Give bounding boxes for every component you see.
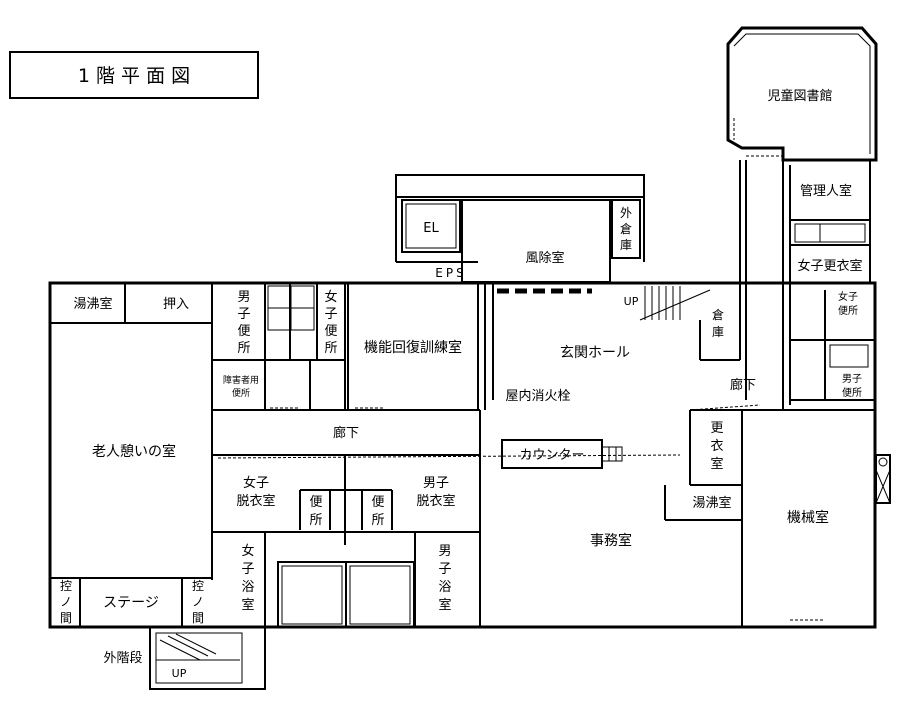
changing-room-label-2: 衣 xyxy=(710,438,723,454)
windbreak-label: 風除室 xyxy=(525,250,564,266)
women-toilet-label-4: 所 xyxy=(324,341,337,356)
women-toilet-label-1: 女 xyxy=(324,289,337,305)
women-toilet-r-label-1: 女子 xyxy=(838,290,858,303)
up-label-1: UP xyxy=(624,295,639,308)
women-toilet-r-label-2: 便所 xyxy=(838,304,858,317)
wait-room-r-label-3: 間 xyxy=(192,611,204,625)
rehab-room-label: 機能回復訓練室 xyxy=(364,339,462,356)
men-bath-label-2: 子 xyxy=(438,562,451,577)
men-bath-label-1: 男 xyxy=(438,544,451,559)
men-dressing-label-1: 男子 xyxy=(423,476,449,491)
wait-room-l-label-2: ノ xyxy=(60,595,72,609)
women-locker-label: 女子更衣室 xyxy=(797,258,862,274)
toilet-r-label-1: 便 xyxy=(371,495,384,510)
outer-storage-label-3: 庫 xyxy=(620,238,632,252)
men-toilet-label-4: 所 xyxy=(237,341,250,356)
men-toilet-label-3: 便 xyxy=(237,324,250,339)
manager-room-label: 管理人室 xyxy=(800,183,852,199)
boiler-room-1-label: 湯沸室 xyxy=(73,296,112,312)
accessible-toilet-label-1: 障害者用 xyxy=(223,374,259,386)
office-label: 事務室 xyxy=(590,532,632,549)
walls xyxy=(48,26,891,690)
outer-storage-label-1: 外 xyxy=(620,206,632,220)
toilet-l-label-1: 便 xyxy=(309,495,322,510)
title-box xyxy=(9,51,259,99)
men-toilet-label-2: 子 xyxy=(237,307,250,322)
wait-room-l-label-1: 控 xyxy=(60,579,72,593)
changing-room-label-3: 室 xyxy=(710,456,723,472)
room-labels: 児童図書館 管理人室 女子更衣室 女子 便所 男子 便所 EL 風除室 外 倉 … xyxy=(60,88,863,680)
up-label-2: UP xyxy=(172,667,187,680)
women-toilet-label-3: 便 xyxy=(324,324,337,339)
doors xyxy=(95,118,825,621)
closet-label: 押入 xyxy=(163,297,189,312)
wait-room-l-label-3: 間 xyxy=(60,611,72,625)
women-bath-label-2: 子 xyxy=(241,562,254,577)
wait-room-r-label-1: 控 xyxy=(192,579,204,593)
toilet-r-label-2: 所 xyxy=(371,513,384,528)
accessible-toilet-label-2: 便所 xyxy=(232,387,250,399)
men-dressing-label-2: 脱衣室 xyxy=(416,493,455,509)
men-toilet-r-label-1: 男子 xyxy=(842,373,862,385)
outer-storage-label-2: 倉 xyxy=(620,221,632,236)
elderly-lounge-label: 老人憩いの室 xyxy=(92,443,176,460)
men-toilet-r-label-2: 便所 xyxy=(842,386,862,399)
entrance-hall-label: 玄関ホール xyxy=(560,344,630,361)
stage-label: ステージ xyxy=(103,595,159,611)
toilet-l-label-2: 所 xyxy=(309,513,322,528)
storage-label-2: 庫 xyxy=(712,325,724,339)
corridor-label-1: 廊下 xyxy=(333,425,359,441)
men-bath-label-4: 室 xyxy=(438,597,451,613)
changing-room-label-1: 更 xyxy=(710,421,723,436)
women-bath-label-1: 女 xyxy=(241,543,254,559)
women-dressing-label-2: 脱衣室 xyxy=(236,493,275,509)
corridor-label-2: 廊下 xyxy=(730,377,756,393)
boiler-room-2-label: 湯沸室 xyxy=(692,495,731,511)
hydrant-label: 屋内消火栓 xyxy=(505,388,570,404)
men-toilet-label-1: 男 xyxy=(237,290,250,305)
kids-library-label: 児童図書館 xyxy=(767,88,832,104)
stairs xyxy=(159,286,711,661)
storage-label-1: 倉 xyxy=(712,307,724,322)
outer-stairs-label: 外階段 xyxy=(103,651,142,666)
men-bath-label-3: 浴 xyxy=(438,580,451,595)
women-bath-label-4: 室 xyxy=(241,597,254,613)
counter-label: カウンター xyxy=(519,448,584,463)
eps-label: EPS xyxy=(435,266,466,280)
plan-title: 1 階 平 面 図 xyxy=(78,65,190,87)
machine-room-label: 機械室 xyxy=(787,509,829,526)
wait-room-r-label-2: ノ xyxy=(192,595,204,609)
el-label: EL xyxy=(423,221,439,236)
women-toilet-label-2: 子 xyxy=(324,307,337,322)
women-bath-label-3: 浴 xyxy=(241,580,254,595)
women-dressing-label-1: 女子 xyxy=(243,475,269,491)
